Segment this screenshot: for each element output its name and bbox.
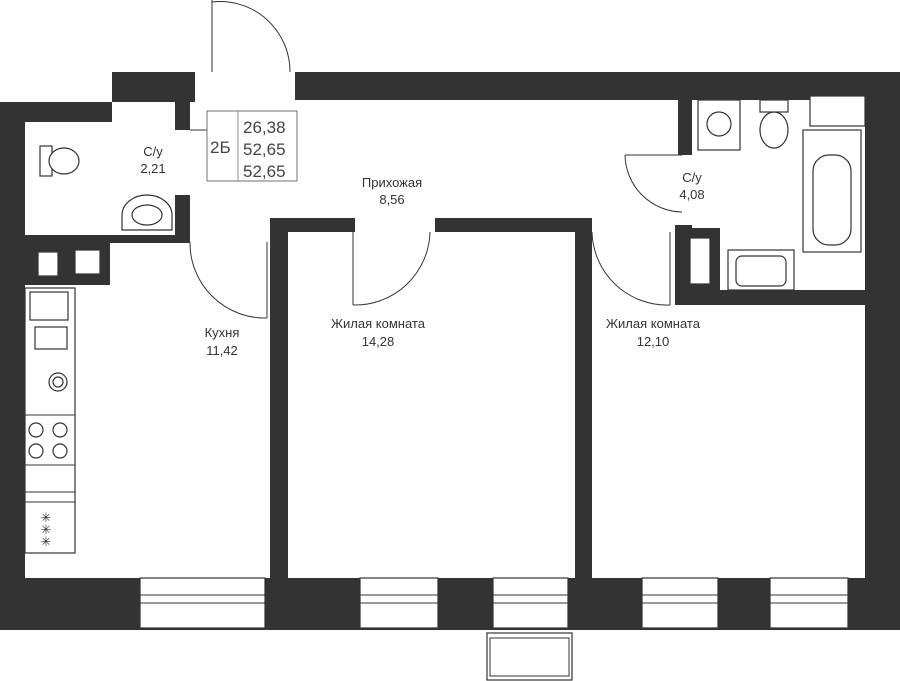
room-area: 8,56	[379, 192, 404, 207]
sink-icon	[727, 249, 795, 291]
svg-text:✳: ✳	[41, 522, 52, 537]
windows	[139, 577, 849, 681]
vent-box	[809, 95, 866, 127]
room-area: 4,08	[679, 187, 704, 202]
svg-text:✳: ✳	[41, 534, 52, 549]
doors	[189, 0, 683, 319]
room-area: 2,21	[140, 161, 165, 176]
room-name: Жилая комната	[331, 316, 426, 331]
room-name: Жилая комната	[606, 316, 701, 331]
living-area: 26,38	[243, 118, 286, 137]
toilet-icon	[759, 99, 789, 149]
bathtub-icon	[802, 129, 862, 253]
room-area: 12,10	[637, 334, 670, 349]
apartment-info-box: 2Б 26,38 52,65 52,65	[206, 110, 298, 182]
shaft	[74, 249, 101, 275]
oven-icon: ✳	[41, 510, 52, 525]
room-area: 14,28	[362, 334, 395, 349]
apartment-type: 2Б	[210, 138, 231, 157]
shaft	[689, 237, 711, 285]
room-name: С/у	[143, 144, 163, 159]
kitchen-counter: ✳✳✳	[24, 287, 76, 554]
washing-machine-icon	[697, 99, 741, 151]
total-area: 52,65	[243, 140, 286, 159]
room-name: Прихожая	[362, 175, 422, 190]
walls	[0, 72, 900, 630]
room-area: 11,42	[206, 343, 238, 358]
room-name: Кухня	[205, 325, 240, 340]
stove-icon	[28, 422, 44, 438]
room-labels: С/у 2,21 Прихожая 8,56 С/у 4,08 Кухня 11…	[140, 144, 704, 358]
toilet-icon	[39, 145, 80, 177]
kitchen-sink-icon	[29, 291, 69, 321]
sink-icon	[121, 194, 173, 231]
room-name: С/у	[682, 170, 702, 185]
total-area-2: 52,65	[243, 162, 286, 181]
shaft	[37, 251, 59, 277]
